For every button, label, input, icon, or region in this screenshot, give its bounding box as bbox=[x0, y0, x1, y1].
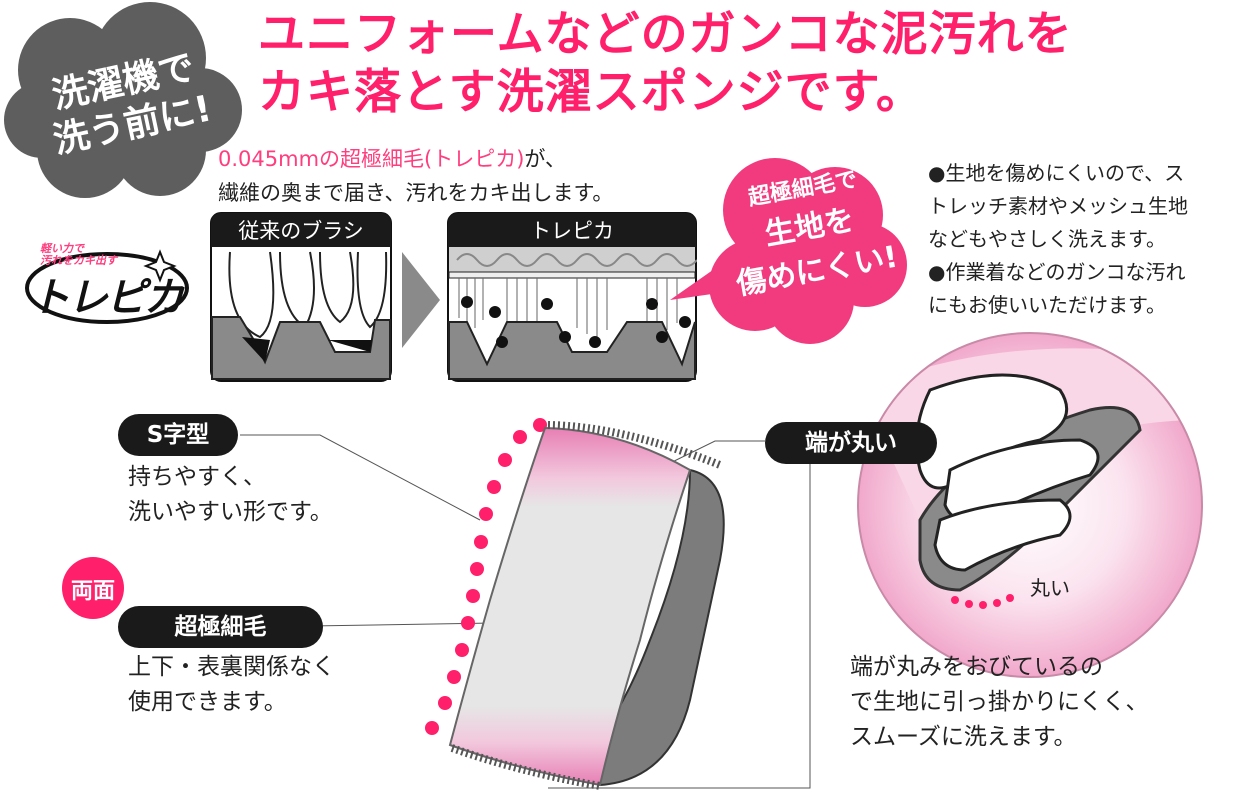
round-edge-label: 端が丸い bbox=[765, 422, 937, 464]
round-edge-desc-line2: で生地に引っ掛かりにくく、 bbox=[850, 689, 1149, 715]
cloud-badge-shape bbox=[4, 2, 242, 198]
bullet-item: ●生地を傷めにくいので、ス トレッチ素材やメッシュ生地 などもやさしく洗えます。 bbox=[928, 157, 1188, 256]
bullet-1-line3: などもやさしく洗えます。 bbox=[928, 227, 1166, 251]
fine-fiber-desc-line2: 使用できます。 bbox=[128, 689, 287, 715]
fine-fiber-label: 超極細毛 bbox=[118, 606, 323, 648]
brush-panel-label: 従来のブラシ bbox=[238, 219, 364, 243]
brush-panel bbox=[210, 212, 392, 382]
double-side-badge-label: 両面 bbox=[70, 579, 115, 604]
s-shape-desc: 持ちやすく、 洗いやすい形です。 bbox=[128, 460, 333, 530]
bullet-2-line1: ●作業着などのガンコな汚れ bbox=[928, 260, 1186, 284]
intro-line1-rest: が、 bbox=[524, 147, 567, 171]
fine-fiber-desc: 上下・表裏関係なく 使用できます。 bbox=[128, 650, 335, 720]
bullet-1-line2: トレッチ素材やメッシュ生地 bbox=[928, 194, 1188, 218]
feature-bullets: ●生地を傷めにくいので、ス トレッチ素材やメッシュ生地 などもやさしく洗えます。… bbox=[928, 157, 1188, 322]
logo-frame bbox=[25, 249, 189, 324]
round-edge-desc: 端が丸みをおびているの で生地に引っ掛かりにくく、 スムーズに洗えます。 bbox=[850, 650, 1149, 755]
intro-highlight: 0.045mmの超極細毛(トレピカ) bbox=[218, 147, 525, 171]
headline-line1: ユニフォームなどのガンコな泥汚れを bbox=[258, 7, 1073, 62]
round-inset-label: 丸い bbox=[1030, 576, 1070, 600]
bullet-2-line2: にもお使いいただけます。 bbox=[928, 293, 1166, 317]
torepika-panel-label: トレピカ bbox=[530, 219, 614, 243]
intro-text: 0.045mmの超極細毛(トレピカ)が、 繊維の奥まで届き、汚れをカキ出します。 bbox=[218, 142, 613, 210]
bullet-item: ●作業着などのガンコな汚れ にもお使いいただけます。 bbox=[928, 256, 1188, 322]
headline: ユニフォームなどのガンコな泥汚れを カキ落とす洗濯スポンジです。 bbox=[258, 6, 1073, 122]
s-shape-label: S字型 bbox=[118, 414, 238, 456]
bullet-1-line1: ●生地を傷めにくいので、ス bbox=[928, 161, 1185, 185]
logo-tagline-1: 軽い力で bbox=[40, 242, 84, 255]
logo-tagline-2: 汚れをカキ出す bbox=[40, 254, 117, 267]
round-edge-desc-line3: スムーズに洗えます。 bbox=[850, 724, 1077, 750]
arrow-right-icon bbox=[402, 252, 440, 348]
torepika-panel bbox=[447, 212, 697, 382]
logo-name: トレピカ bbox=[30, 275, 184, 321]
logo-tagline: 軽い力で 汚れをカキ出す bbox=[40, 243, 117, 267]
s-shape-desc-line1: 持ちやすく、 bbox=[128, 464, 266, 490]
pink-dot-arc bbox=[425, 418, 547, 735]
speech-bubble-shape bbox=[670, 158, 907, 344]
s-shape-desc-line2: 洗いやすい形です。 bbox=[128, 499, 333, 525]
fine-fiber-desc-line1: 上下・表裏関係なく bbox=[128, 654, 335, 680]
double-side-badge bbox=[62, 557, 124, 619]
round-edge-desc-line1: 端が丸みをおびているの bbox=[850, 654, 1103, 680]
intro-line2: 繊維の奥まで届き、汚れをカキ出します。 bbox=[218, 181, 614, 205]
headline-line2: カキ落とす洗濯スポンジです。 bbox=[258, 65, 924, 120]
